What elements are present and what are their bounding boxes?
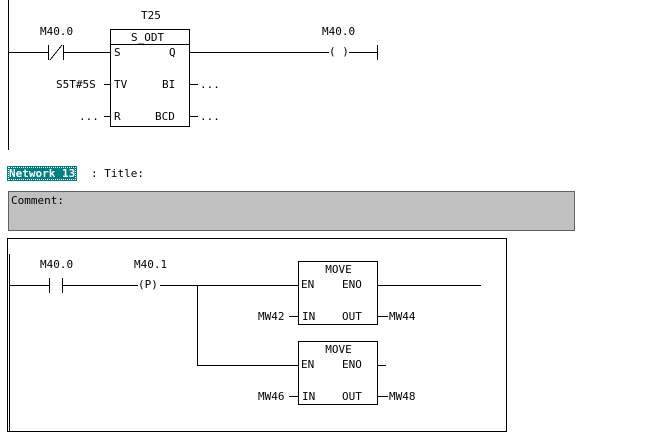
move1-box — [298, 261, 378, 325]
move1-out-value[interactable]: MW44 — [389, 310, 416, 323]
move2-in-value[interactable]: MW46 — [258, 390, 285, 403]
move1-title: MOVE — [325, 263, 352, 276]
coil-address[interactable]: M40.0 — [322, 25, 356, 38]
timer-box — [110, 29, 190, 127]
contact-address[interactable]: M40.0 — [40, 25, 74, 38]
move1-pin-out: OUT — [342, 310, 362, 323]
pin-bcd: BCD — [155, 110, 175, 123]
comment-label: Comment: — [11, 194, 64, 207]
move2-pin-out: OUT — [342, 390, 362, 403]
network-13-frame — [7, 238, 507, 432]
move2-box — [298, 341, 378, 405]
pin-tv: TV — [114, 78, 128, 91]
move1-pin-en: EN — [301, 278, 315, 291]
bi-value[interactable]: ... — [200, 78, 220, 91]
move1-pin-in: IN — [302, 310, 316, 323]
contact-address[interactable]: M40.0 — [40, 258, 74, 271]
network-title[interactable]: : Title: — [91, 167, 144, 180]
move2-pin-en: EN — [301, 358, 315, 371]
comment-field[interactable]: Comment: — [8, 191, 575, 231]
coil-symbol[interactable]: ( ) — [329, 45, 349, 58]
pin-s: S — [114, 46, 121, 59]
move2-pin-eno: ENO — [342, 358, 362, 371]
nc-contact-slash — [49, 44, 63, 61]
timer-name[interactable]: T25 — [141, 9, 161, 22]
edge-address[interactable]: M40.1 — [134, 258, 168, 271]
timer-type: S_ODT — [131, 31, 165, 44]
r-value[interactable]: ... — [79, 110, 99, 123]
move2-pin-in: IN — [302, 390, 316, 403]
tv-value[interactable]: S5T#5S — [56, 78, 96, 91]
positive-edge-symbol[interactable]: (P) — [138, 278, 158, 291]
network-13-tag[interactable]: Network 13 — [7, 166, 78, 181]
pin-r: R — [114, 110, 121, 123]
pin-bi: BI — [162, 78, 176, 91]
move1-in-value[interactable]: MW42 — [258, 310, 285, 323]
bcd-value[interactable]: ... — [200, 110, 220, 123]
move1-pin-eno: ENO — [342, 278, 362, 291]
move2-out-value[interactable]: MW48 — [389, 390, 416, 403]
pin-q: Q — [169, 46, 176, 59]
move2-title: MOVE — [325, 343, 352, 356]
